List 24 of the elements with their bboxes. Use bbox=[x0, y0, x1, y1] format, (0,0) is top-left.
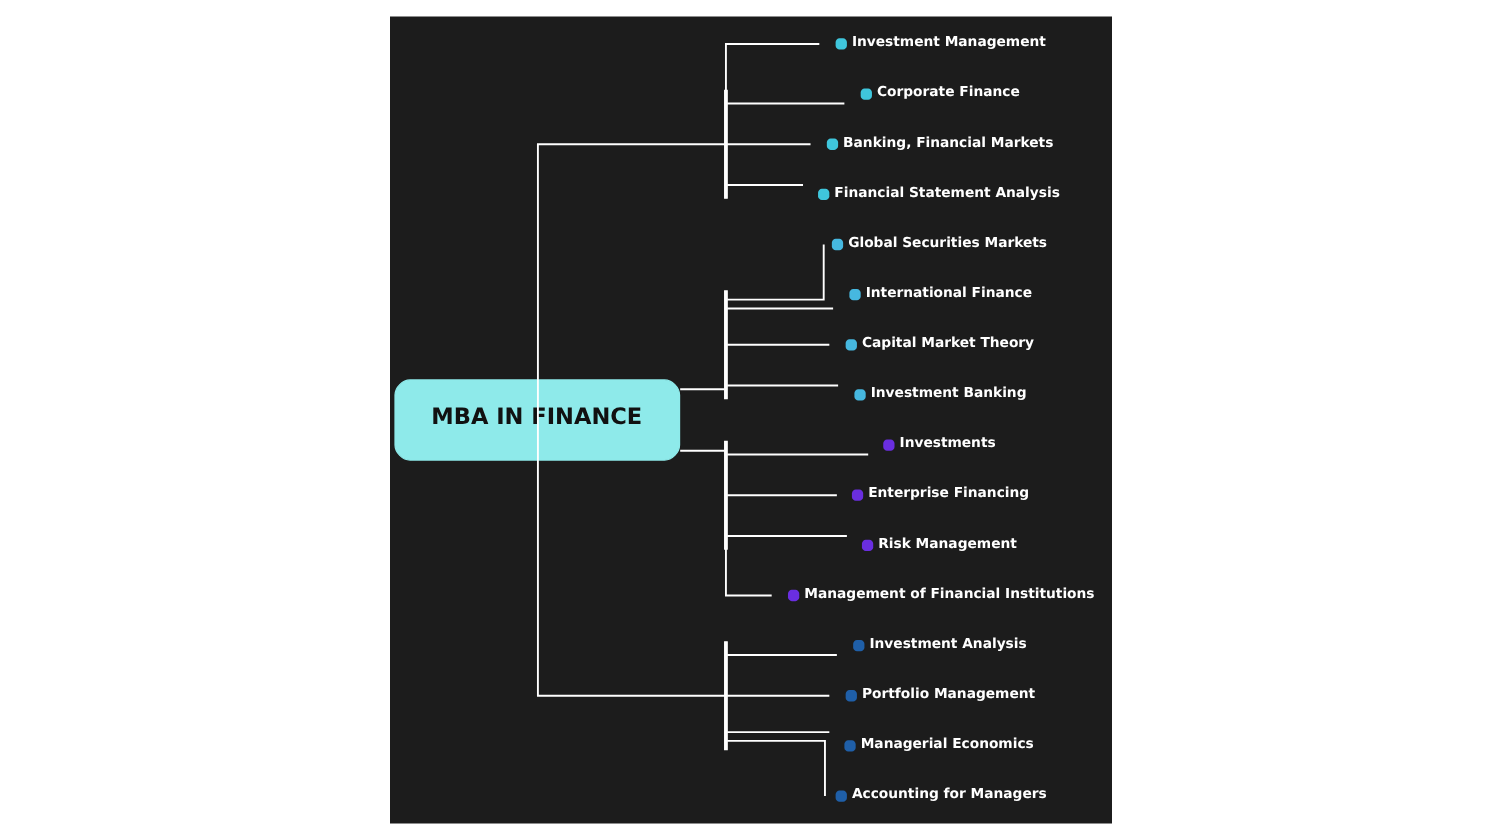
node-bar bbox=[723, 641, 727, 751]
connector bbox=[725, 494, 837, 497]
connector bbox=[725, 143, 811, 146]
connector bbox=[725, 694, 830, 697]
connector bbox=[725, 184, 803, 186]
connector bbox=[724, 43, 820, 146]
connector bbox=[725, 307, 834, 310]
connector bbox=[725, 453, 869, 456]
connector bbox=[725, 654, 837, 656]
connector bbox=[535, 143, 725, 421]
connector bbox=[725, 343, 830, 346]
connector bbox=[725, 384, 839, 387]
node-bar bbox=[723, 440, 727, 550]
connector bbox=[724, 494, 772, 597]
connector bbox=[678, 449, 725, 452]
node-bar bbox=[723, 290, 727, 400]
connector bbox=[725, 102, 845, 105]
connector bbox=[725, 535, 847, 537]
connector bbox=[725, 243, 824, 301]
connector bbox=[725, 739, 825, 797]
node-bar bbox=[723, 89, 727, 199]
node-box: MBA IN FINANCE bbox=[393, 379, 680, 461]
connector bbox=[725, 731, 830, 734]
connector bbox=[678, 388, 725, 391]
